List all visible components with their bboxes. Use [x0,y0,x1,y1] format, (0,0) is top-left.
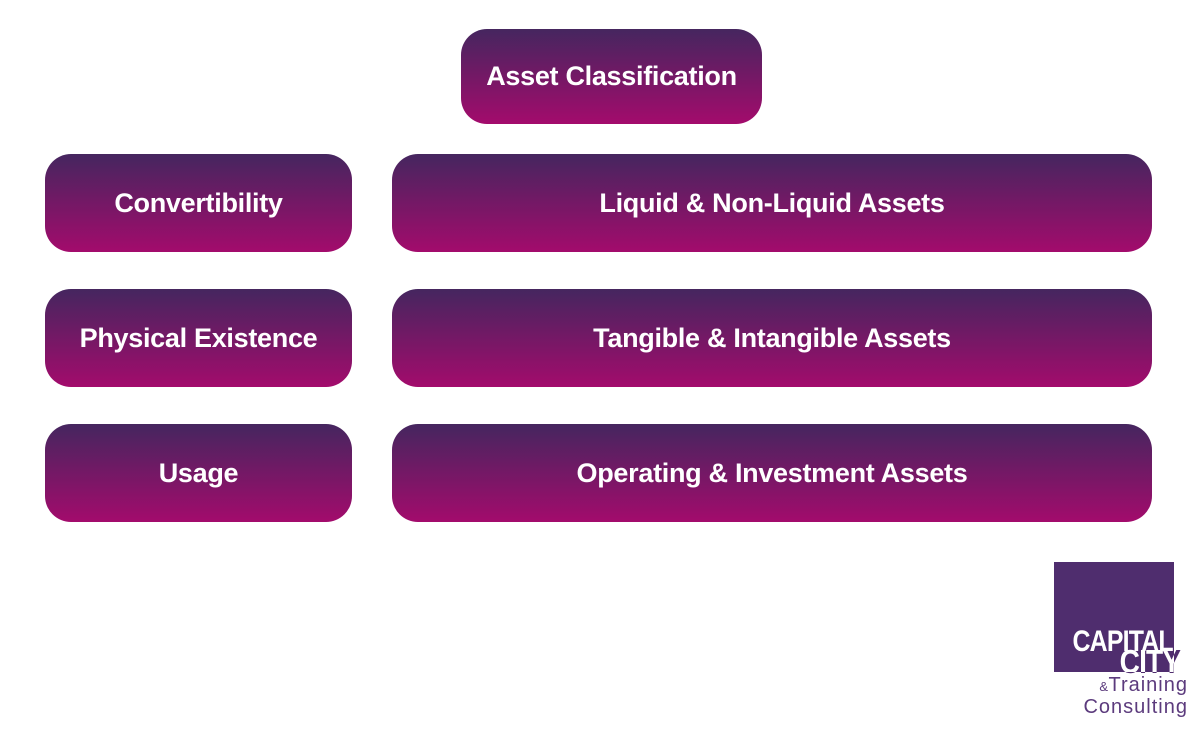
logo-training-line: &Training [1054,675,1188,697]
category-box-physical-existence: Physical Existence [45,289,352,387]
logo-subtitle: &Training Consulting [1054,675,1188,717]
header-box-asset-classification: Asset Classification [461,29,762,124]
asset-box-liquid-nonliquid: Liquid & Non-Liquid Assets [392,154,1152,252]
logo-city-text: CITY [1119,643,1174,672]
capital-city-logo: CITY CAPITAL CITY &Training Consulting [1054,562,1187,717]
logo-ampersand: & [1099,679,1109,694]
asset-box-operating-investment: Operating & Investment Assets [392,424,1152,522]
logo-square: CAPITAL CITY [1054,562,1174,672]
logo-square-wrap: CITY CAPITAL CITY [1054,562,1181,678]
logo-consulting-text: Consulting [1083,696,1188,718]
category-box-convertibility: Convertibility [45,154,352,252]
logo-capital-text: CAPITAL [1072,625,1174,658]
asset-box-tangible-intangible: Tangible & Intangible Assets [392,289,1152,387]
logo-training-text: Training [1108,674,1188,696]
category-box-usage: Usage [45,424,352,522]
